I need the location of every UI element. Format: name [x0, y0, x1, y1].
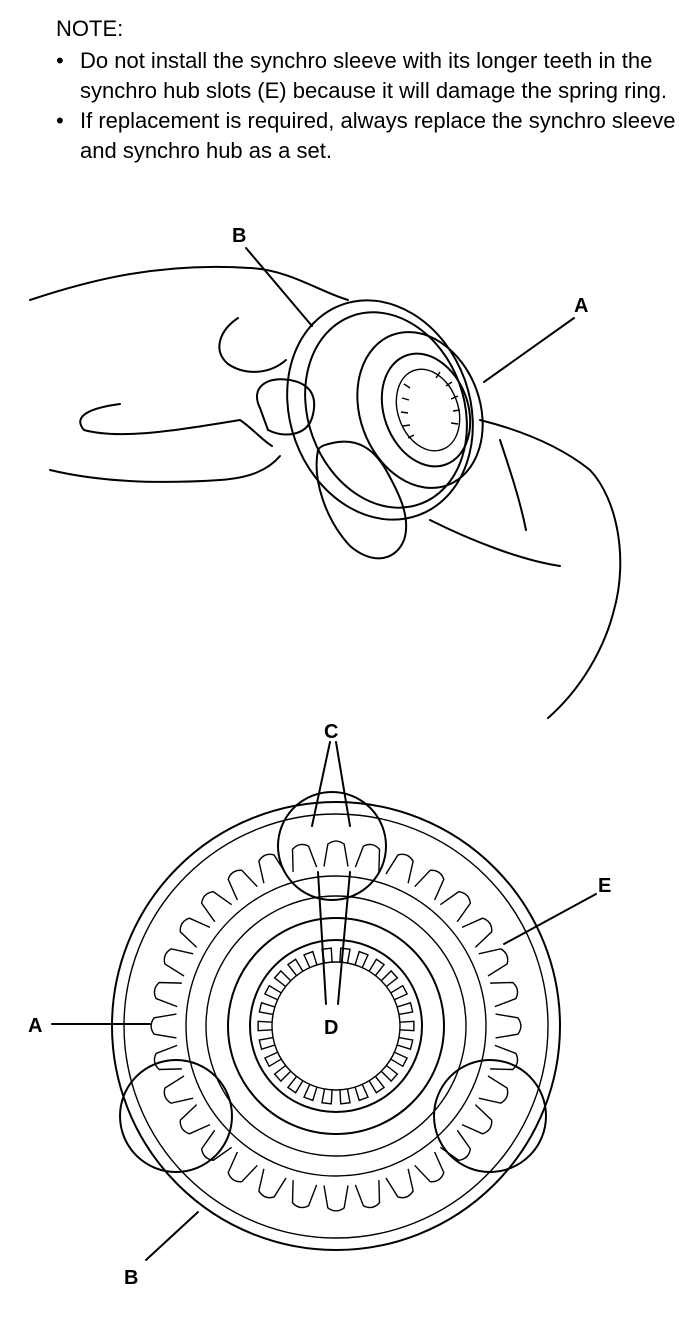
left-thumb: [255, 378, 316, 436]
spline-tooth: [380, 1064, 399, 1083]
leader-top-b: [245, 247, 313, 327]
gear-tooth: [490, 981, 519, 1008]
spline-tooth: [339, 947, 351, 964]
spline-tooth: [273, 1064, 292, 1083]
spline-tooth: [368, 1075, 386, 1094]
hub-bore-inner: [271, 961, 401, 1091]
spline-tooth: [354, 1084, 369, 1102]
leader-bottom-b: [145, 1211, 199, 1261]
top-hub-outer: [356, 331, 484, 489]
spline-tooth: [399, 1020, 415, 1032]
gear-tooth: [200, 1129, 233, 1162]
label-top-a: A: [574, 295, 588, 317]
note-title: NOTE:: [56, 16, 124, 41]
gear-tooth: [478, 1075, 509, 1104]
hub-outer-circle: [185, 875, 487, 1177]
gear-tooth: [414, 1151, 445, 1183]
hub-sleeve-front-view: [51, 741, 597, 1261]
sleeve-rim: [123, 813, 549, 1239]
leader-c: [311, 741, 351, 827]
gear-tooth: [150, 1013, 177, 1039]
label-d: D: [324, 1017, 338, 1039]
gear-tooth: [323, 840, 349, 867]
label-e: E: [598, 875, 611, 897]
spline-tooth: [273, 969, 292, 988]
gear-tooth: [153, 981, 182, 1008]
gear-tooth: [439, 1129, 472, 1162]
spline-tooth: [368, 958, 386, 977]
leader-top-a: [483, 317, 575, 383]
spline-tooth: [396, 1036, 414, 1051]
gear-tooth: [291, 1180, 318, 1209]
label-c: C: [324, 721, 338, 743]
right-hand: [429, 419, 622, 719]
gear-tooth: [490, 1044, 519, 1071]
spline-tooth: [258, 1036, 276, 1051]
gear-tooth: [478, 948, 509, 977]
gear-tooth: [179, 917, 211, 948]
highlight-circle-right: [433, 1059, 547, 1173]
gear-tooth: [461, 917, 493, 948]
hand-assembly-illustration: [29, 247, 622, 719]
spline-tooth: [303, 950, 318, 968]
gear-tooth: [495, 1013, 522, 1039]
gear-tooth: [461, 1104, 493, 1135]
hub-mid-circle: [205, 895, 467, 1157]
left-hand: [29, 265, 349, 483]
spline-tooth: [286, 958, 304, 977]
gear-tooth: [179, 1104, 211, 1135]
spline-tooth: [263, 984, 282, 1001]
leader-d: [317, 871, 351, 1005]
spline-tooth: [390, 1051, 409, 1068]
note-bullet-1: • Do not install the synchro sleeve with…: [56, 46, 676, 106]
hub-inner-circle: [227, 917, 445, 1135]
gear-tooth: [227, 869, 258, 901]
gear-tooth: [291, 843, 318, 872]
top-hub-splines: [395, 368, 461, 452]
gear-tooth: [323, 1185, 349, 1212]
label-bottom-b: B: [124, 1267, 138, 1289]
leader-e: [503, 893, 597, 945]
hub-bore-outer: [249, 939, 423, 1113]
gear-tooth: [385, 853, 414, 884]
spline-tooth: [380, 969, 399, 988]
label-bottom-a: A: [28, 1015, 42, 1037]
gear-tooth: [354, 1180, 381, 1209]
note-block: NOTE: • Do not install the synchro sleev…: [56, 14, 676, 166]
spline-tooth: [396, 1001, 414, 1016]
spline-tooth: [390, 984, 409, 1001]
gear-tooth: [258, 853, 287, 884]
spline-tooth: [286, 1075, 304, 1094]
right-thumb: [315, 440, 408, 560]
top-spline-marks: [400, 371, 461, 439]
note-bullet-text: Do not install the synchro sleeve with i…: [80, 48, 667, 103]
spline-tooth: [339, 1088, 351, 1105]
top-hub-bore: [380, 352, 472, 468]
note-bullet-2: • If replacement is required, always rep…: [56, 106, 676, 166]
gear-tooth: [200, 890, 233, 923]
spline-tooth: [354, 950, 369, 968]
gear-tooth: [163, 1075, 194, 1104]
spline-tooth: [257, 1020, 273, 1032]
sleeve-outer-ring: [111, 801, 561, 1251]
spline-tooth: [321, 1088, 333, 1105]
gear-tooth: [163, 948, 194, 977]
spline-tooth: [303, 1084, 318, 1102]
note-bullet-text: If replacement is required, always repla…: [80, 108, 676, 163]
gear-tooth: [258, 1168, 287, 1199]
gear-tooth: [354, 843, 381, 872]
highlight-circle-c: [277, 791, 387, 901]
label-top-b: B: [232, 225, 246, 247]
spline-tooth: [263, 1051, 282, 1068]
gear-tooth: [227, 1151, 258, 1183]
highlight-circle-left: [119, 1059, 233, 1173]
gear-tooth: [439, 890, 472, 923]
gear-tooth: [385, 1168, 414, 1199]
spline-tooth: [258, 1001, 276, 1016]
gear-tooth: [414, 869, 445, 901]
top-sleeve-outer: [286, 299, 474, 521]
sleeve-teeth: [150, 840, 522, 1212]
gear-tooth: [153, 1044, 182, 1071]
